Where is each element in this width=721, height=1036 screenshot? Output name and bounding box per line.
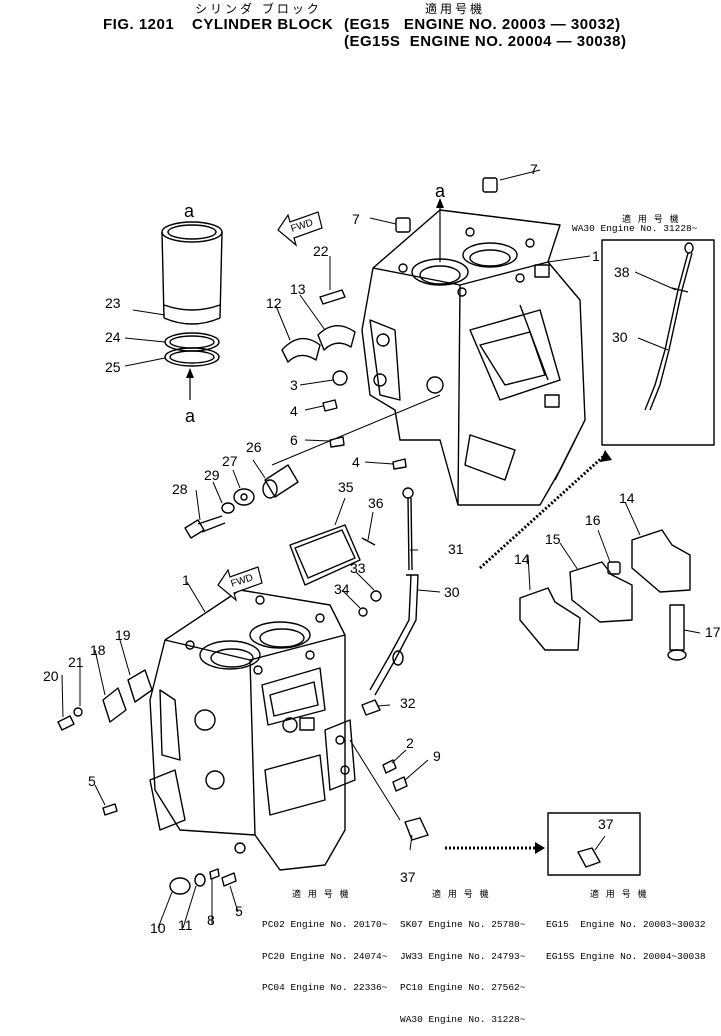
fwd-mark-lower: FWD bbox=[217, 566, 263, 602]
applicability-entry: EG15 Engine No. 20003~30032 bbox=[546, 919, 706, 930]
callout-label: 38 bbox=[614, 264, 630, 280]
callout-label: 22 bbox=[313, 243, 329, 259]
callout-label: 13 bbox=[290, 281, 306, 297]
parts-26-29 bbox=[184, 464, 299, 539]
title-kana: シリンダ ブロック bbox=[195, 2, 322, 16]
pins-and-plugs bbox=[102, 759, 408, 895]
leader-lines bbox=[61, 169, 701, 929]
cylinder-block-upper bbox=[361, 209, 586, 506]
axis-line-fitting bbox=[349, 739, 401, 821]
inset-dipstick bbox=[644, 242, 694, 411]
callout-label: 31 bbox=[448, 541, 464, 557]
section-mark-a-liner: a bbox=[185, 406, 196, 426]
callout-label: 16 bbox=[585, 512, 601, 528]
title-kanji: 適用号機 bbox=[425, 2, 486, 16]
axis-line-plug bbox=[271, 394, 441, 466]
callout-label: 25 bbox=[105, 359, 121, 375]
bushings-12-13 bbox=[281, 325, 356, 363]
fitting-37 bbox=[404, 817, 601, 868]
callout-label: 21 bbox=[68, 654, 84, 670]
callout-label: 9 bbox=[433, 748, 441, 764]
callout-label: 3 bbox=[290, 377, 298, 393]
inset-box bbox=[601, 239, 715, 446]
applicability-head-3: 適 用 号 機 bbox=[590, 890, 649, 900]
callout-label: 4 bbox=[290, 403, 298, 419]
callout-label: 10 bbox=[150, 920, 166, 936]
cylinder-block-lower bbox=[149, 589, 356, 871]
applicability-entry: EG15S Engine No. 20004~30038 bbox=[546, 950, 706, 962]
inset-applicability-note: WA30 Engine No. 31228~ bbox=[572, 223, 698, 234]
callout-label: 19 bbox=[115, 627, 131, 643]
callout-label: 5 bbox=[88, 773, 96, 789]
title-engine-line-2: (EG15S ENGINE NO. 20004 — 30038) bbox=[344, 33, 627, 50]
cover-plate-35 bbox=[289, 524, 376, 586]
callout-label: 29 bbox=[204, 467, 220, 483]
applicability-head-2: 適 用 号 機 bbox=[432, 890, 491, 900]
callout-label: 18 bbox=[90, 642, 106, 658]
callout-label: 28 bbox=[172, 481, 188, 497]
applicability-entry: PC10 Engine No. 27562~ bbox=[400, 982, 526, 993]
applicability-col-2: SK07 Engine No. 25780~ JW33 Engine No. 2… bbox=[400, 899, 525, 1036]
arrow-to-bearing-caps bbox=[478, 453, 607, 570]
title-engine-line-1: (EG15 ENGINE NO. 20003 — 30032) bbox=[344, 16, 621, 33]
cylinder-liner bbox=[161, 221, 223, 367]
callout-label: 6 bbox=[290, 432, 298, 448]
applicability-col-3: EG15 Engine No. 20003~30032 EG15S Engine… bbox=[546, 899, 706, 973]
parts-33-34 bbox=[358, 590, 382, 617]
callout-label: 32 bbox=[400, 695, 416, 711]
bearing-caps bbox=[519, 529, 691, 661]
callout-label: 20 bbox=[43, 668, 59, 684]
callout-label: 30 bbox=[612, 329, 628, 345]
applicability-entry: JW33 Engine No. 24793~ bbox=[400, 950, 526, 962]
callout-labels: 1 1 2 3 4 4 5 5 6 7 7 8 9 10 11 12 13 14… bbox=[43, 161, 721, 936]
callout-label: 33 bbox=[350, 560, 366, 576]
callout-label: 34 bbox=[334, 581, 350, 597]
callout-label: 24 bbox=[105, 329, 121, 345]
callout-label: 14 bbox=[619, 490, 635, 506]
callout-label: 11 bbox=[178, 917, 193, 933]
cover-18-21 bbox=[57, 669, 153, 731]
callout-label: 27 bbox=[222, 453, 238, 469]
applicability-head-1: 適 用 号 機 bbox=[292, 890, 351, 900]
arrow-head-fitting bbox=[535, 842, 545, 854]
applicability-entry: PC04 Engine No. 22336~ bbox=[262, 982, 388, 993]
callout-label: 7 bbox=[530, 161, 538, 177]
callout-label: 30 bbox=[444, 584, 460, 600]
callout-label: 1 bbox=[182, 572, 190, 588]
arrow-head-a bbox=[436, 198, 444, 208]
callout-label: 37 bbox=[400, 869, 416, 885]
small-fasteners bbox=[319, 177, 498, 470]
applicability-col-1: PC02 Engine No. 20170~ PC20 Engine No. 2… bbox=[262, 899, 387, 1004]
callout-label: 12 bbox=[266, 295, 282, 311]
arrow-head-bearing bbox=[600, 450, 612, 462]
callout-label: 1 bbox=[592, 248, 600, 264]
fitting-inset-box bbox=[547, 812, 641, 876]
callout-label: 37 bbox=[598, 816, 614, 832]
callout-label: 26 bbox=[246, 439, 262, 455]
figure-number: FIG. 1201 bbox=[103, 16, 175, 33]
callout-label: 15 bbox=[545, 531, 561, 547]
section-mark-a-top: a bbox=[435, 181, 446, 201]
callout-label: 4 bbox=[352, 454, 360, 470]
inset-applicability-head: 適 用 号 機 bbox=[622, 215, 681, 225]
parts-diagram: FWD FWD a a a 1 1 2 3 4 4 5 5 6 7 7 8 9 … bbox=[43, 161, 721, 936]
arrow-head-a-lower bbox=[186, 368, 194, 378]
callout-label: 8 bbox=[207, 912, 215, 928]
callout-label: 14 bbox=[514, 551, 530, 567]
page-title: CYLINDER BLOCK bbox=[192, 16, 334, 33]
callout-label: 2 bbox=[406, 735, 414, 751]
applicability-entry: WA30 Engine No. 31228~ bbox=[400, 1013, 526, 1025]
applicability-entry: SK07 Engine No. 25780~ bbox=[400, 919, 526, 930]
callout-label: 23 bbox=[105, 295, 121, 311]
section-mark-a-liner-top: a bbox=[184, 201, 195, 221]
fwd-mark-upper: FWD bbox=[277, 211, 323, 247]
callout-label: 7 bbox=[352, 211, 360, 227]
callout-label: 5 bbox=[235, 903, 243, 919]
callout-label: 17 bbox=[705, 624, 721, 640]
dipstick-30-31 bbox=[361, 487, 419, 716]
callout-label: 36 bbox=[368, 495, 384, 511]
applicability-entry: PC20 Engine No. 24074~ bbox=[262, 950, 388, 962]
applicability-entry: PC02 Engine No. 20170~ bbox=[262, 919, 388, 930]
callout-label: 35 bbox=[338, 479, 354, 495]
